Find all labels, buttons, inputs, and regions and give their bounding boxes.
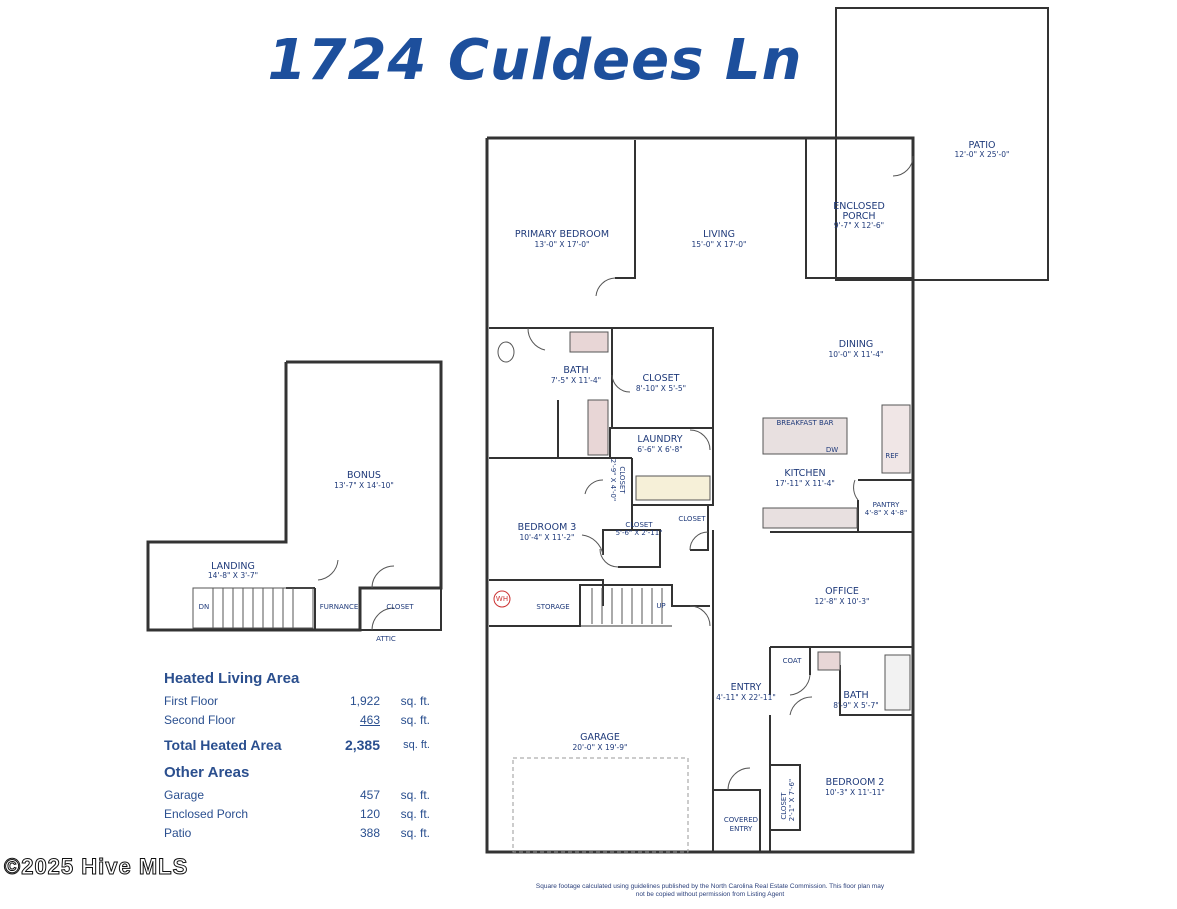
- coat-label: COAT: [783, 657, 803, 665]
- stairs-second-floor: [192, 587, 314, 629]
- heated-area-header: Heated Living Area: [164, 670, 300, 687]
- storage-label: STORAGE: [536, 603, 569, 611]
- furnance-label: FURNANCE: [320, 603, 359, 611]
- breakfast-bar-label: BREAKFAST BAR: [776, 419, 833, 427]
- landing-dims: 14'-8" X 3'-7": [208, 571, 258, 580]
- property-title: 1724 Culdees Ln: [267, 28, 803, 93]
- bath1-dims: 7'-5" X 11'-4": [551, 376, 601, 385]
- covered-entry-name-1: COVERED: [724, 816, 758, 824]
- total-value: 2,385: [344, 736, 380, 753]
- kitchen-dims: 17'-11" X 11'-4": [775, 479, 835, 488]
- door-swings: [317, 155, 914, 791]
- kitchen-name: KITCHEN: [784, 468, 825, 479]
- patio-value: 388: [359, 825, 380, 840]
- porch-name-1: ENCLOSED: [833, 201, 885, 212]
- office-name: OFFICE: [825, 586, 859, 597]
- attic-label: ATTIC: [376, 635, 396, 643]
- other-areas-header: Other Areas: [164, 764, 250, 781]
- bath2-name: BATH: [843, 690, 868, 701]
- total-unit: sq. ft.: [403, 738, 430, 751]
- closet1-dims: 8'-10" X 5'-5": [636, 384, 686, 393]
- second-floor-unit: sq. ft.: [400, 712, 430, 727]
- wh-label: WH: [496, 595, 508, 603]
- first-floor-label: First Floor: [164, 693, 218, 708]
- second-floor-label: Second Floor: [164, 712, 236, 727]
- porch-walls: [805, 137, 914, 279]
- bedroom3-name: BEDROOM 3: [518, 522, 577, 533]
- garage-name: GARAGE: [580, 732, 620, 743]
- bonus-name: BONUS: [347, 470, 381, 481]
- dining-name: DINING: [839, 339, 874, 350]
- first-floor-value: 1,922: [349, 693, 380, 708]
- first-floor-unit: sq. ft.: [400, 693, 430, 708]
- porch-dims: 9'-7" X 12'-6": [834, 221, 884, 230]
- patio-outline: [835, 7, 1049, 281]
- garage-door: [512, 757, 689, 853]
- fixtures: [493, 331, 911, 711]
- bath2-dims: 8'-9" X 5'-7": [833, 701, 878, 710]
- living-dims: 15'-0" X 17'-0": [692, 240, 747, 249]
- porch-unit: sq. ft.: [400, 806, 430, 821]
- pantry-dims: 4'-8" X 4'-8": [865, 509, 907, 517]
- footer-note: Square footage calculated using guidelin…: [520, 883, 900, 899]
- laundry-dims: 6'-6" X 6'-8": [637, 445, 682, 454]
- patio-name: PATIO: [969, 140, 996, 151]
- area-summary: Heated Living Area First Floor 1,922 sq.…: [164, 668, 434, 842]
- entry-name: ENTRY: [731, 682, 762, 693]
- stairs-first-floor: [591, 588, 663, 624]
- garage-unit: sq. ft.: [400, 787, 430, 802]
- porch-name-2: PORCH: [842, 211, 875, 222]
- dining-dims: 10'-0" X 11'-4": [829, 350, 884, 359]
- patio-label: Patio: [164, 825, 192, 840]
- pantry-name: PANTRY: [873, 501, 900, 509]
- primary-bedroom-dims: 13'-0" X 17'-0": [535, 240, 590, 249]
- garage-value: 457: [359, 787, 380, 802]
- closet-up-label: CLOSET: [386, 603, 414, 611]
- bonus-dims: 13'-7" X 14'-10": [334, 481, 394, 490]
- first-floor-row: First Floor 1,922 sq. ft.: [164, 691, 434, 710]
- entry-dims: 4'-11" X 22'-11": [716, 693, 776, 702]
- total-label: Total Heated Area: [164, 736, 282, 753]
- bedroom2-dims: 10'-3" X 11'-11": [825, 788, 885, 797]
- garage-label: Garage: [164, 787, 205, 802]
- ref-label: REF: [885, 452, 898, 460]
- primary-bedroom-name: PRIMARY BEDROOM: [515, 229, 609, 240]
- room-labels: PATIO 12'-0" X 25'-0" ENCLOSED PORCH 9'-…: [199, 140, 1010, 833]
- second-floor-value: 463: [359, 712, 380, 727]
- footer-line-2: not be copied without permission from Li…: [635, 891, 785, 898]
- garage-dims: 20'-0" X 19'-9": [573, 743, 628, 752]
- bath1-name: BATH: [563, 365, 588, 376]
- covered-entry-name-2: ENTRY: [730, 825, 753, 833]
- porch-value: 120: [359, 806, 380, 821]
- closet-vert2-name: CLOSET: [780, 792, 788, 820]
- patio-row: Patio 388 sq. ft.: [164, 823, 434, 842]
- porch-label: Enclosed Porch: [164, 806, 249, 821]
- office-dims: 12'-8" X 10'-3": [815, 597, 870, 606]
- up-label: UP: [656, 602, 665, 610]
- dn-label: DN: [199, 603, 210, 611]
- porch-row: Enclosed Porch 120 sq. ft.: [164, 804, 434, 823]
- bedroom3-dims: 10'-4" X 11'-2": [520, 533, 575, 542]
- garage-row: Garage 457 sq. ft.: [164, 785, 434, 804]
- closet-vert2-dims: 2'-1" X 7'-6": [788, 779, 796, 821]
- closet-vert1-name: CLOSET: [618, 466, 626, 494]
- patio-dims: 12'-0" X 25'-0": [955, 150, 1010, 159]
- closet-vert1-dims: 2'-9" X 4'-0": [609, 459, 617, 501]
- closet2-dims: 5'-6" X 2'-11": [616, 529, 663, 537]
- landing-name: LANDING: [211, 561, 255, 572]
- closet1-name: CLOSET: [643, 373, 680, 384]
- second-floor-row: Second Floor 463 sq. ft.: [164, 710, 434, 729]
- bedroom2-name: BEDROOM 2: [826, 777, 885, 788]
- closet3-name: CLOSET: [678, 515, 706, 523]
- patio-unit: sq. ft.: [400, 825, 430, 840]
- laundry-name: LAUNDRY: [637, 434, 682, 445]
- copyright-watermark: ©2025 Hive MLS: [3, 854, 189, 880]
- closet2-name: CLOSET: [625, 521, 653, 529]
- living-name: LIVING: [703, 229, 735, 240]
- dw-label: DW: [826, 446, 838, 454]
- total-row: Total Heated Area 2,385 sq. ft.: [164, 735, 434, 754]
- footer-line-1: Square footage calculated using guidelin…: [535, 883, 885, 890]
